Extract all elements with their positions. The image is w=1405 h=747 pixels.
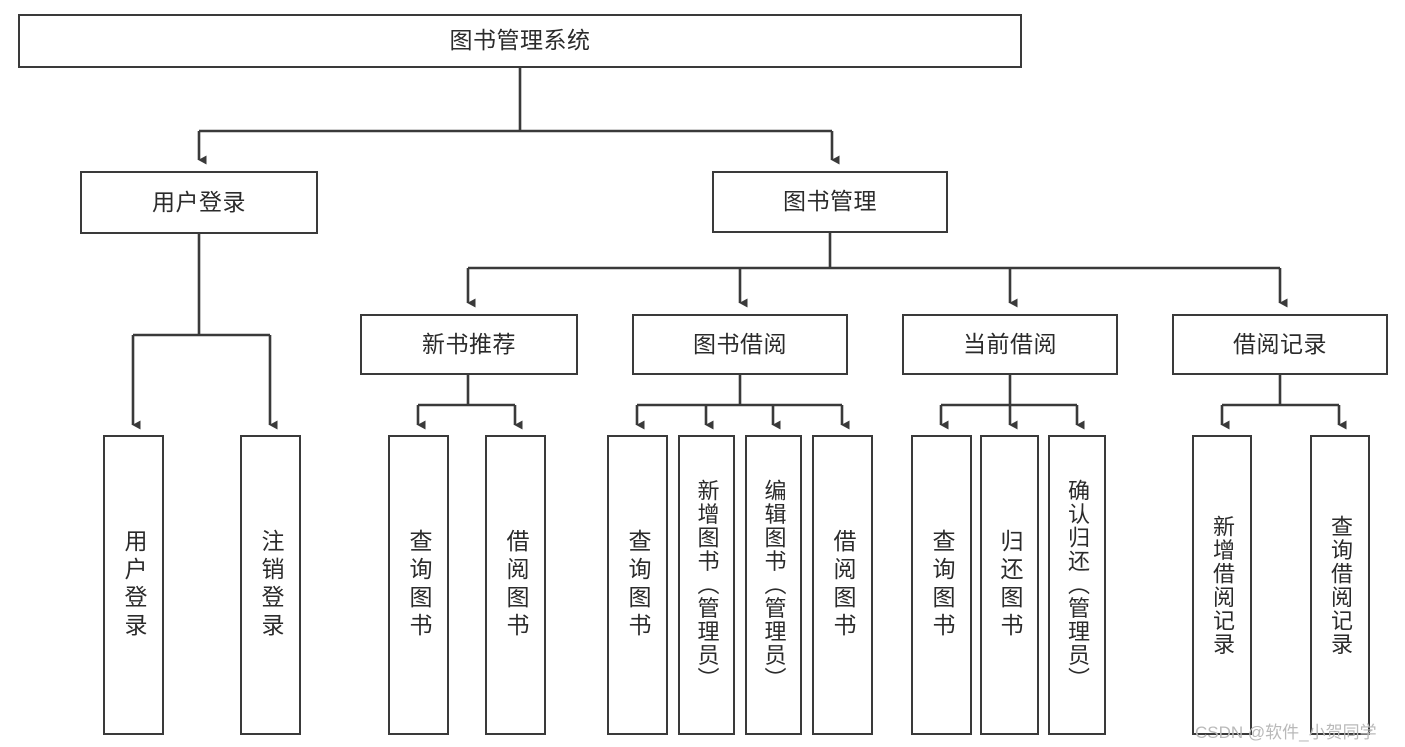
leaf-book-borrow-edit-book-admin[interactable]: 编辑图书（管理员）	[745, 435, 802, 735]
node-label: 新增借阅记录	[1210, 514, 1235, 656]
leaf-book-borrow-borrow-book[interactable]: 借阅图书	[812, 435, 873, 735]
node-label: 查询借阅记录	[1328, 514, 1353, 656]
node-label: 查询图书	[406, 529, 432, 641]
node-label: 新增图书（管理员）	[694, 479, 720, 691]
node-new-book-recommend[interactable]: 新书推荐	[360, 314, 578, 375]
node-label: 查询图书	[625, 529, 651, 641]
node-book-borrow[interactable]: 图书借阅	[632, 314, 848, 375]
node-label: 图书管理系统	[449, 27, 591, 54]
node-label: 新书推荐	[422, 330, 516, 357]
leaf-current-borrow-query-book[interactable]: 查询图书	[911, 435, 972, 735]
node-label: 借阅图书	[830, 529, 856, 641]
node-user-login[interactable]: 用户登录	[80, 171, 318, 234]
node-label: 图书借阅	[693, 330, 787, 357]
node-label: 用户登录	[121, 529, 147, 641]
node-label: 确认归还（管理员）	[1065, 479, 1090, 691]
node-borrow-record[interactable]: 借阅记录	[1172, 314, 1388, 375]
leaf-borrow-record-add-record[interactable]: 新增借阅记录	[1192, 435, 1252, 735]
node-label: 查询图书	[929, 529, 955, 641]
node-label: 注销登录	[258, 529, 284, 641]
watermark-text: CSDN @软件_小贺同学	[1195, 723, 1377, 742]
node-label: 用户登录	[152, 188, 246, 215]
node-label: 借阅记录	[1233, 330, 1327, 357]
leaf-book-borrow-add-book-admin[interactable]: 新增图书（管理员）	[678, 435, 735, 735]
leaf-user-login-login[interactable]: 用户登录	[103, 435, 164, 735]
node-label: 当前借阅	[963, 330, 1057, 357]
node-book-management[interactable]: 图书管理	[712, 171, 948, 233]
node-label: 归还图书	[997, 529, 1023, 641]
leaf-borrow-record-query-record[interactable]: 查询借阅记录	[1310, 435, 1370, 735]
leaf-user-login-logout[interactable]: 注销登录	[240, 435, 301, 735]
node-label: 图书管理	[783, 188, 877, 215]
leaf-current-borrow-confirm-return-admin[interactable]: 确认归还（管理员）	[1048, 435, 1106, 735]
node-root-book-management-system[interactable]: 图书管理系统	[18, 14, 1022, 68]
leaf-current-borrow-return-book[interactable]: 归还图书	[980, 435, 1039, 735]
node-current-borrow[interactable]: 当前借阅	[902, 314, 1118, 375]
leaf-book-borrow-query-book[interactable]: 查询图书	[607, 435, 668, 735]
leaf-new-book-query-book[interactable]: 查询图书	[388, 435, 449, 735]
leaf-new-book-borrow-book[interactable]: 借阅图书	[485, 435, 546, 735]
node-label: 编辑图书（管理员）	[761, 479, 787, 691]
node-label: 借阅图书	[503, 529, 529, 641]
